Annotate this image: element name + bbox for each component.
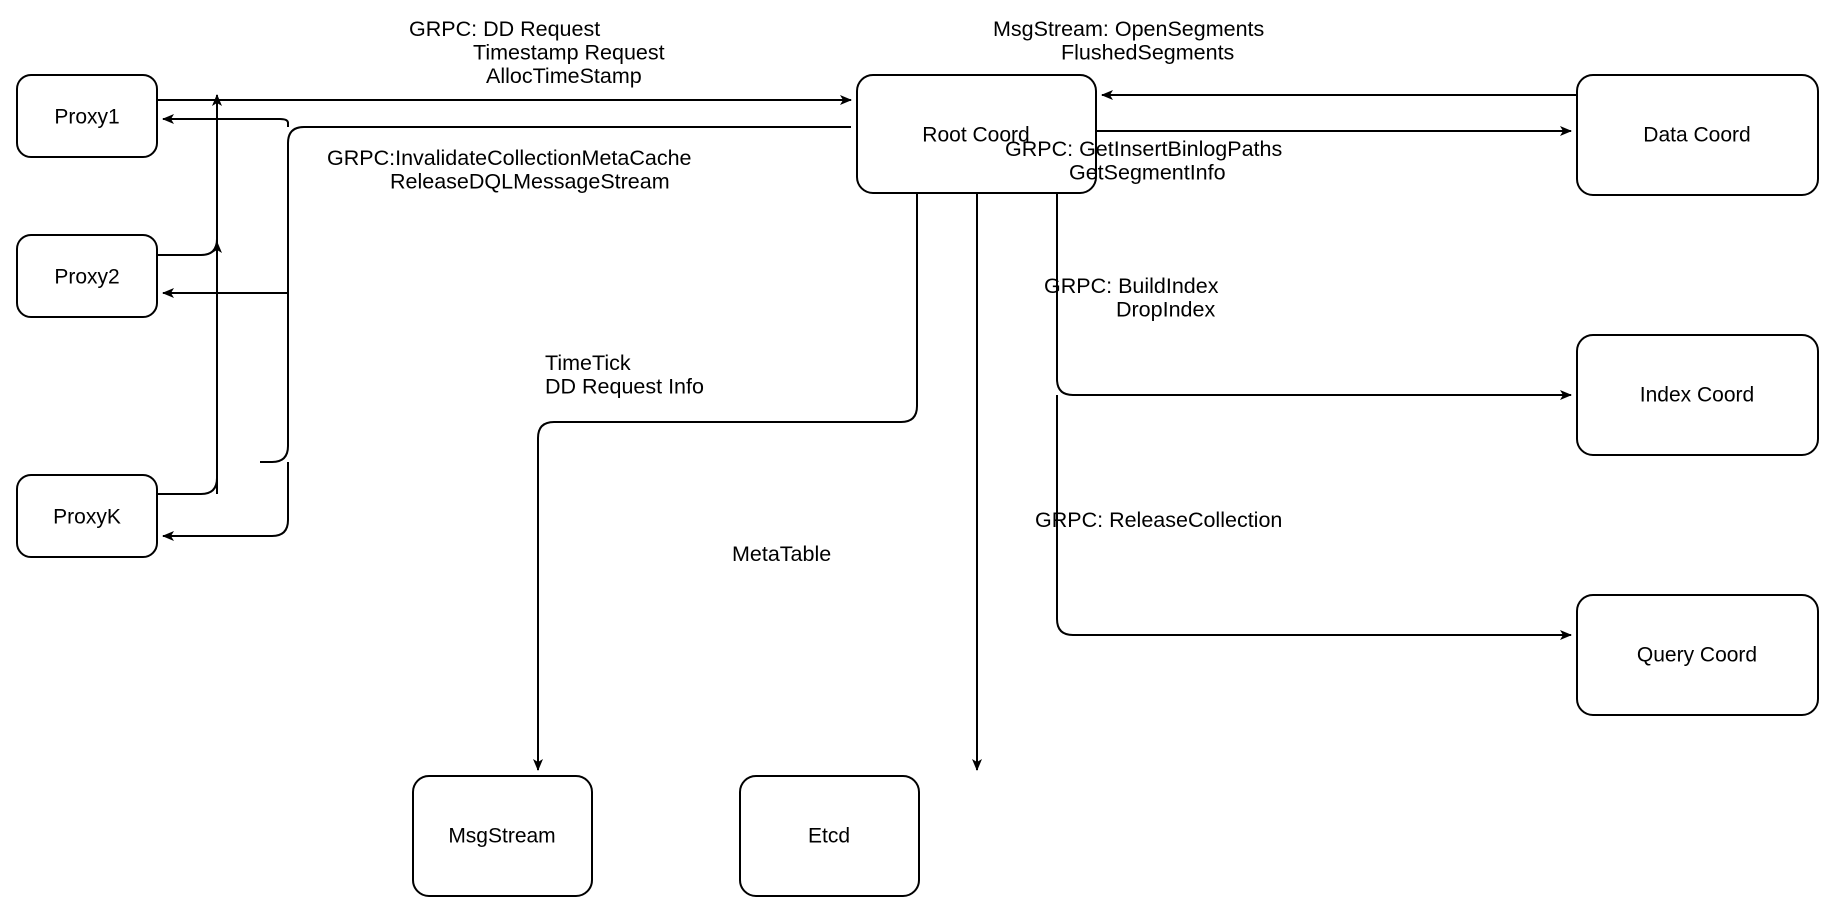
edge-rootcoord-to-proxy-bus <box>260 126 851 463</box>
node-datacoord-box[interactable] <box>1576 74 1819 196</box>
node-msgstream-label: MsgStream <box>448 825 555 848</box>
node-datacoord[interactable]: Data Coord <box>1576 74 1819 196</box>
node-proxy2-box[interactable] <box>16 234 158 318</box>
node-indexcoord-label: Index Coord <box>1640 384 1754 407</box>
node-etcd-box[interactable] <box>739 775 920 897</box>
node-proxyk-box[interactable] <box>16 474 158 558</box>
node-proxy1[interactable]: Proxy1 <box>16 74 158 158</box>
node-indexcoord-box[interactable] <box>1576 334 1819 456</box>
edge-bus-to-proxy1 <box>162 114 289 127</box>
node-querycoord-box[interactable] <box>1576 594 1819 716</box>
edge-proxy2-to-trunk <box>157 238 218 256</box>
node-msgstream-box[interactable] <box>412 775 593 897</box>
edge-rootcoord-to-querycoord <box>1056 395 1572 640</box>
edge-rootcoord-to-msgstream <box>533 193 918 771</box>
node-datacoord-label: Data Coord <box>1643 124 1750 147</box>
node-proxy2[interactable]: Proxy2 <box>16 234 158 318</box>
node-querycoord-label: Query Coord <box>1637 644 1757 667</box>
node-proxy1-box[interactable] <box>16 74 158 158</box>
node-etcd[interactable]: Etcd <box>739 775 920 897</box>
edge-proxyk-to-trunk <box>157 477 218 495</box>
node-rootcoord-label: Root Coord <box>922 124 1029 147</box>
node-indexcoord[interactable]: Index Coord <box>1576 334 1819 456</box>
edge-rootcoord-to-indexcoord <box>1056 193 1572 400</box>
node-querycoord[interactable]: Query Coord <box>1576 594 1819 716</box>
node-proxy1-label: Proxy1 <box>54 106 119 129</box>
node-etcd-label: Etcd <box>808 825 850 848</box>
edge-label-rootcoord-to-etcd: MetaTable <box>732 542 831 566</box>
node-proxy2-label: Proxy2 <box>54 266 119 289</box>
edge-label-rootcoord-to-querycoord: GRPC: ReleaseCollection <box>1035 508 1282 532</box>
edge-bus-to-proxyk <box>162 462 289 541</box>
node-proxyk-label: ProxyK <box>53 506 121 529</box>
node-rootcoord[interactable]: Root Coord <box>856 74 1097 194</box>
node-proxyk[interactable]: ProxyK <box>16 474 158 558</box>
node-rootcoord-box[interactable] <box>856 74 1097 194</box>
node-msgstream[interactable]: MsgStream <box>412 775 593 897</box>
